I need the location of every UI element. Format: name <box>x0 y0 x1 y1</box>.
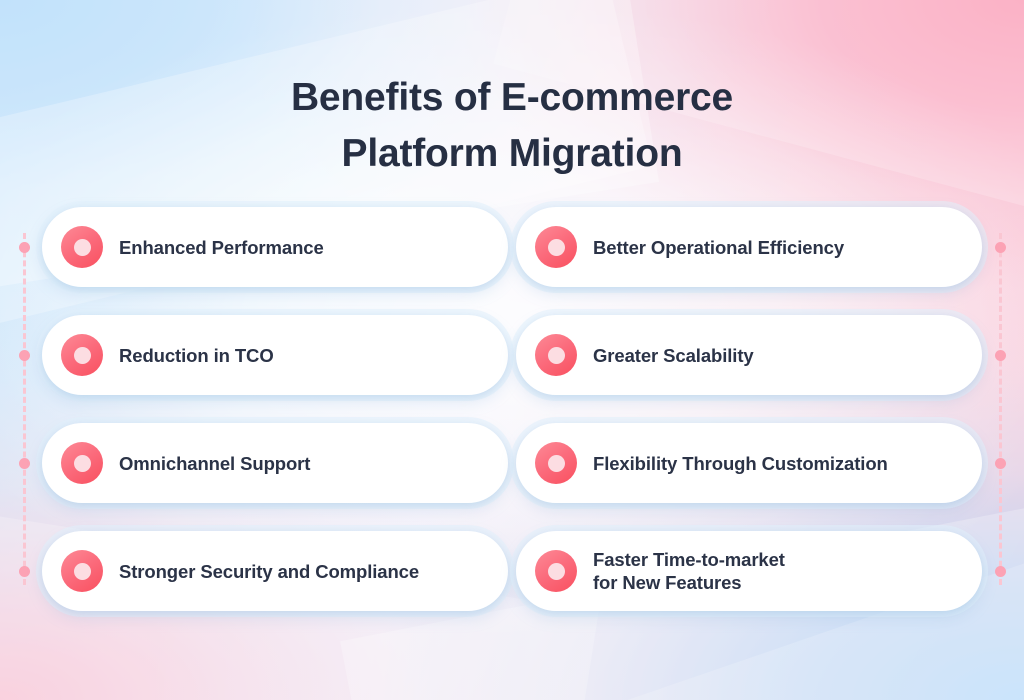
benefit-card-label: Better Operational Efficiency <box>593 236 845 258</box>
benefit-card-label: Reduction in TCO <box>119 344 274 366</box>
bullet-dot-center-icon <box>547 562 565 580</box>
benefit-card[interactable]: Stronger Security and Compliance <box>42 531 508 611</box>
right-rail-dot <box>995 458 1006 469</box>
bullet-dot-icon <box>61 550 103 592</box>
page-title-line-2: Platform Migration <box>341 132 683 176</box>
bullet-dot-icon <box>535 226 577 268</box>
bullet-dot-center-icon <box>73 238 91 256</box>
benefit-card[interactable]: Flexibility Through Customization <box>516 423 982 503</box>
benefit-card-label: Flexibility Through Customization <box>593 452 888 474</box>
bullet-dot-icon <box>535 442 577 484</box>
benefit-card[interactable]: Enhanced Performance <box>42 207 508 287</box>
benefit-card-label: Faster Time-to-market for New Features <box>593 549 785 593</box>
bullet-dot-center-icon <box>547 454 565 472</box>
page-title: Benefits of E-commerce Platform Migratio… <box>0 70 1024 182</box>
benefit-card-label: Enhanced Performance <box>119 236 324 258</box>
bullet-dot-icon <box>61 226 103 268</box>
page-title-line-1: Benefits of E-commerce <box>290 76 734 120</box>
bullet-dot-center-icon <box>547 346 565 364</box>
benefits-card-grid: Enhanced Performance Better Operational E… <box>42 207 982 611</box>
bullet-dot-center-icon <box>73 346 91 364</box>
benefit-card-label: Greater Scalability <box>593 344 754 366</box>
right-rail-dot <box>995 350 1006 361</box>
bullet-dot-icon <box>535 550 577 592</box>
bullet-dot-icon <box>61 442 103 484</box>
right-dashed-rail <box>999 233 1005 585</box>
left-rail-dot <box>19 458 30 469</box>
benefit-card-label: Stronger Security and Compliance <box>119 560 420 582</box>
benefit-card[interactable]: Better Operational Efficiency <box>516 207 982 287</box>
benefit-card-label: Omnichannel Support <box>119 452 311 474</box>
left-rail-dot <box>19 242 30 253</box>
left-rail-dot <box>19 566 30 577</box>
left-dashed-rail <box>23 233 29 585</box>
benefit-card[interactable]: Faster Time-to-market for New Features <box>516 531 982 611</box>
benefit-card[interactable]: Greater Scalability <box>516 315 982 395</box>
benefit-card[interactable]: Omnichannel Support <box>42 423 508 503</box>
right-rail-dot <box>995 242 1006 253</box>
bullet-dot-icon <box>535 334 577 376</box>
bullet-dot-center-icon <box>73 454 91 472</box>
bullet-dot-center-icon <box>73 562 91 580</box>
benefit-card[interactable]: Reduction in TCO <box>42 315 508 395</box>
right-rail-dot <box>995 566 1006 577</box>
bullet-dot-center-icon <box>547 238 565 256</box>
left-rail-dot <box>19 350 30 361</box>
bullet-dot-icon <box>61 334 103 376</box>
